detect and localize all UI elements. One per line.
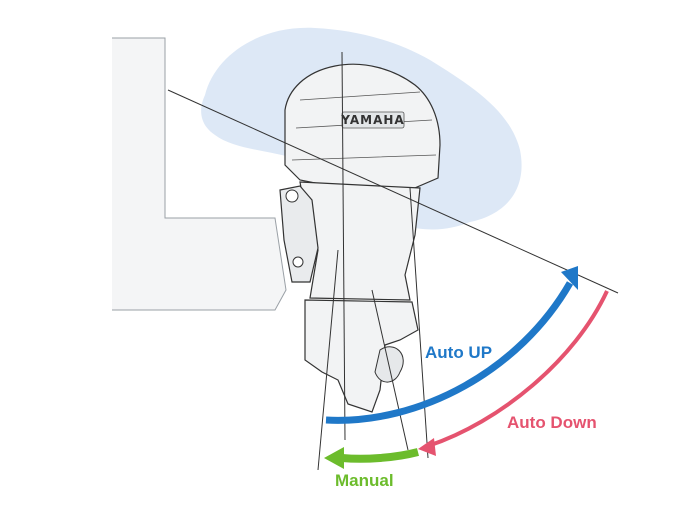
reference-line-vertical <box>341 51 346 441</box>
brand-logo-text: YAMAHA <box>340 113 404 127</box>
auto-down-arrow-icon <box>427 290 609 448</box>
engine-midsection <box>299 181 421 301</box>
engine-lower-unit <box>304 299 419 413</box>
reference-line-tilted-1 <box>409 187 429 459</box>
auto-up-label: Auto UP <box>425 343 492 362</box>
auto-down-label: Auto Down <box>507 413 597 432</box>
boat-transom-outline <box>112 37 287 311</box>
reference-line-tilted-3 <box>371 289 409 451</box>
manual-label: Manual <box>335 471 394 490</box>
reference-line-diagonal <box>167 89 619 294</box>
mounting-bracket <box>279 185 319 283</box>
auto-up-arrow-icon <box>325 281 574 424</box>
reference-line-tilted-2 <box>317 249 339 471</box>
yamaha-badge <box>341 111 405 129</box>
manual-arrow-icon <box>341 448 420 463</box>
